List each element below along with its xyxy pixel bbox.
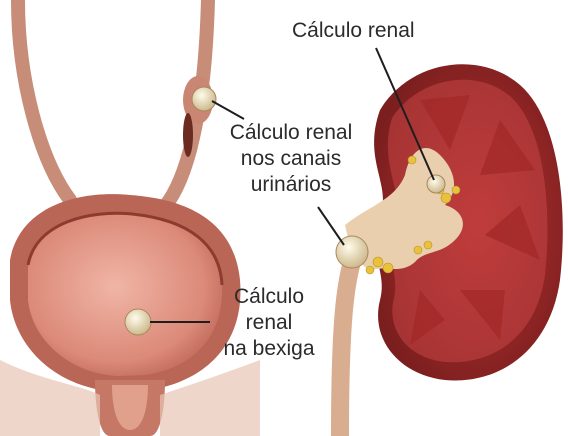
label-bladder-line-3: na bexiga [210, 336, 328, 362]
label-ureter-line-2: nos canais [216, 146, 366, 172]
label-bladder-line-1: Cálculo [210, 284, 328, 310]
label-ureter-line-3: urinários [216, 172, 366, 198]
bladder-stone [125, 309, 151, 335]
label-bladder-line-2: renal [210, 310, 328, 336]
label-ureter-line-1: Cálculo renal [216, 120, 366, 146]
label-bladder-stone: Cálculo renal na bexiga [210, 284, 328, 362]
kidney-ureter [340, 240, 360, 436]
ureter-stone [192, 87, 216, 111]
leader-line-outlet [318, 207, 344, 245]
ureter-stone-dark [183, 113, 193, 157]
label-kidney-stone: Cálculo renal [292, 18, 415, 44]
bladder-inner [28, 213, 222, 376]
leader-line-ureter [212, 101, 244, 119]
kidney-stone [427, 175, 445, 193]
left-ureter [18, 0, 70, 200]
label-ureter-stone: Cálculo renal nos canais urinários [216, 120, 366, 198]
